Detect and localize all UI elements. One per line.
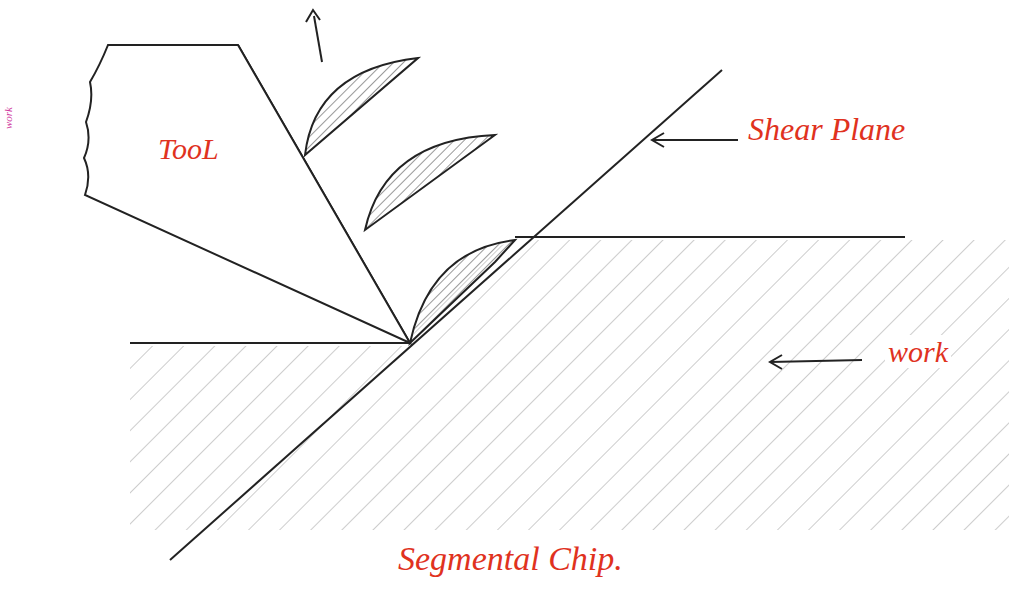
chip-segment [410,240,515,343]
chip-flow-arrow [314,16,322,62]
leader-arrow [770,360,862,362]
tool-label: TooL [158,132,219,165]
chip-segment [305,58,418,155]
caption: Segmental Chip. [395,540,626,577]
shear-plane-label: Shear Plane [745,112,908,147]
chip-segment [365,135,495,230]
arrow-head [770,355,782,369]
work-label: work [2,104,14,132]
tool-body: TooL [80,40,420,350]
leader-arrow [652,139,738,141]
arrow-head [306,10,320,22]
tool-outline [80,40,420,350]
work-surface [515,236,905,238]
tool-shape [84,45,410,343]
work-surface [130,342,410,344]
work-label: work [885,335,951,368]
arrow-head [652,133,664,147]
work-hatching [130,240,1009,530]
